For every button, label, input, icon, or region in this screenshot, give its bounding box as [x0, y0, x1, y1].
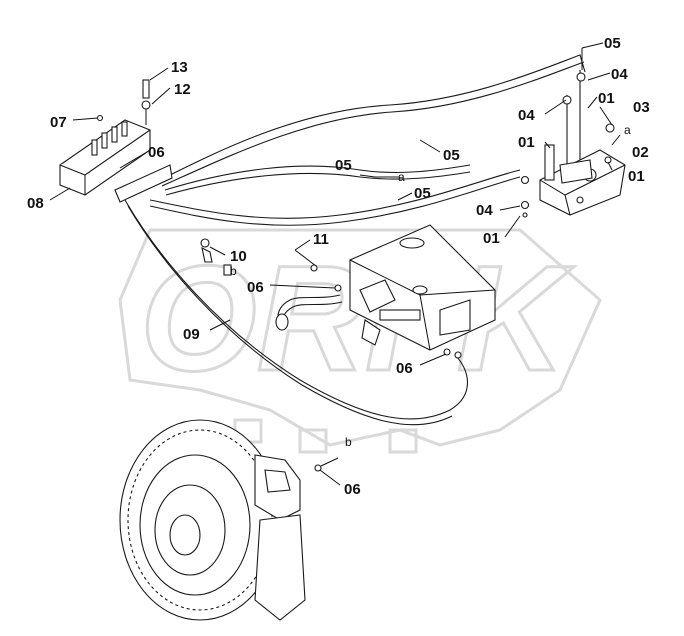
hose-long-09 — [124, 199, 468, 420]
ref-mark-a-right: a — [624, 123, 631, 137]
hose-upper — [159, 54, 586, 181]
ref-mark-b-corner: b — [230, 264, 237, 278]
callout-07: 07 — [50, 114, 67, 131]
callout-10: 10 — [230, 248, 247, 265]
callout-01-mid: 01 — [518, 134, 535, 151]
callout-12: 12 — [174, 81, 191, 98]
transmission-housing — [200, 224, 496, 359]
leader-lines — [49, 42, 621, 486]
hose-middle — [164, 164, 471, 191]
callout-05-upper-hose: 05 — [443, 147, 460, 164]
callout-05-top: 05 — [604, 35, 621, 52]
callout-13: 13 — [171, 59, 188, 76]
valve-bracket — [520, 72, 626, 218]
callout-04-mid: 04 — [518, 107, 535, 124]
callout-11: 11 — [313, 231, 329, 248]
hose-lower — [149, 169, 521, 219]
callout-09: 09 — [183, 326, 200, 343]
hose-assemblies — [124, 54, 586, 426]
reference-marks: a a b b — [230, 123, 631, 449]
callout-08: 08 — [27, 195, 44, 212]
callout-06-lower: 06 — [396, 360, 413, 377]
callout-05-middle-hose: 05 — [335, 157, 352, 174]
callout-06-housing: 06 — [247, 279, 264, 296]
callout-03: 03 — [633, 99, 650, 116]
callout-05-lower-hose: 05 — [414, 185, 431, 202]
manifold-block — [59, 79, 173, 203]
callout-labels: 05 04 04 01 03 01 02 01 05 05 05 04 01 1… — [27, 35, 650, 498]
callout-06-bottom: 06 — [344, 481, 361, 498]
callout-04-lower: 04 — [476, 202, 493, 219]
callout-02: 02 — [632, 144, 649, 161]
callout-01-lower: 01 — [483, 230, 500, 247]
ref-mark-a-hose: a — [398, 170, 405, 184]
callout-06-manifold: 06 — [148, 144, 165, 161]
callout-01-right: 01 — [628, 168, 645, 185]
ref-mark-b-bottom: b — [345, 435, 352, 449]
torque-converter-assembly — [119, 419, 339, 621]
callout-01-top: 01 — [598, 90, 615, 107]
callout-04-top: 04 — [611, 66, 628, 83]
